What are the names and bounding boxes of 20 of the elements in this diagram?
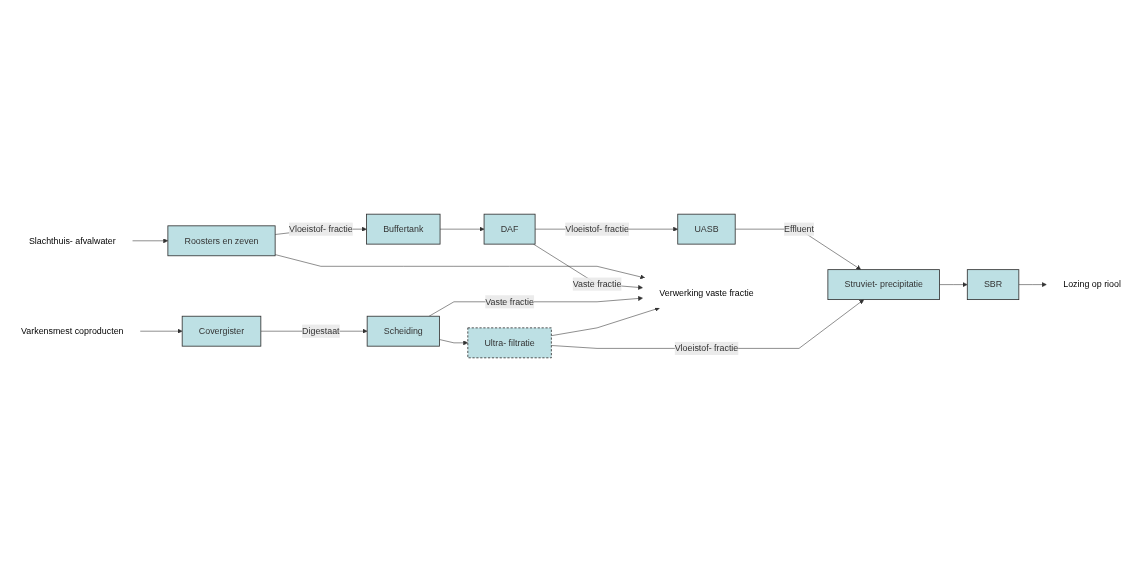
- node-text: Slachthuis- afvalwater: [28, 235, 116, 246]
- edge-label: Vaste fractie: [572, 279, 622, 289]
- node-box: Roosters en zeven: [167, 225, 276, 257]
- edge-label: Vloeistof- fractie: [674, 343, 739, 353]
- node-box: Struviet- precipitatie: [827, 269, 940, 300]
- node-box: Buffertank: [366, 213, 441, 245]
- node-text: Verwerking vaste fractie: [659, 287, 754, 298]
- edge-label: Vaste fractie: [485, 296, 534, 307]
- edge-label: Vloeistof- fractie: [565, 224, 629, 234]
- edge-label: Digestaat: [302, 326, 340, 336]
- node-box: Scheiding: [366, 315, 440, 347]
- edge-label: Vloeistof- fractie: [289, 224, 353, 234]
- node-box: SBR: [966, 269, 1020, 300]
- node-box: DAF: [483, 213, 536, 245]
- edge-label: Effluent: [784, 224, 815, 234]
- node-box: Covergister: [181, 315, 262, 347]
- node-text: Lozing op riool: [1063, 279, 1121, 290]
- node-box: UASB: [677, 213, 736, 245]
- node-text: Varkensmest coproducten: [21, 326, 124, 336]
- node-box: Ultra- filtratie: [467, 327, 552, 359]
